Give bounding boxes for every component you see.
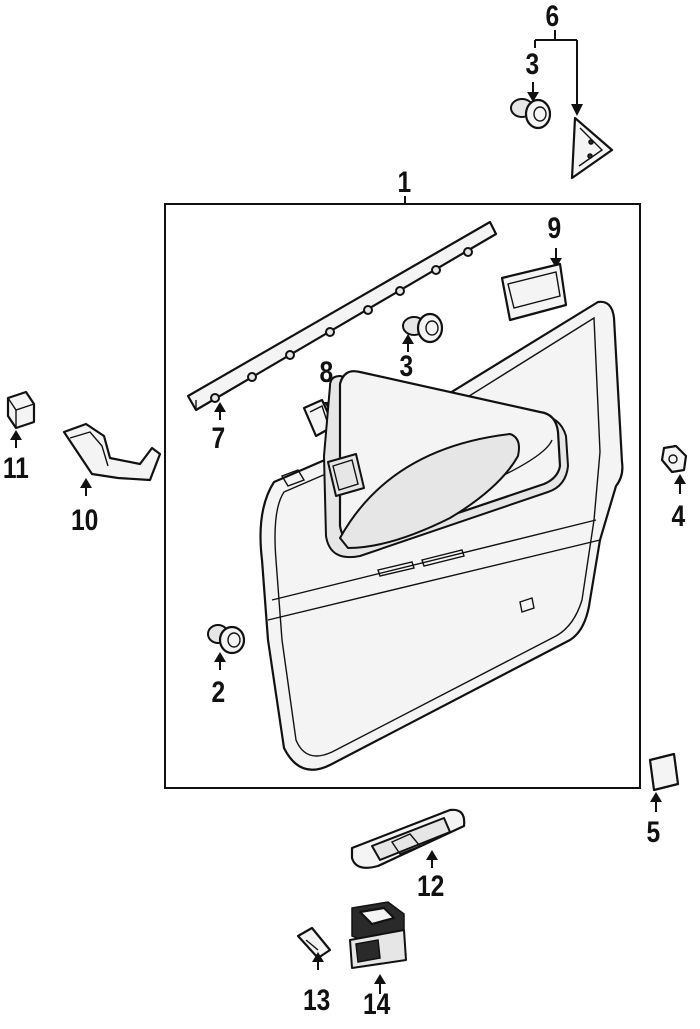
clip-part-13	[296, 926, 332, 970]
clip-part-2	[207, 624, 246, 670]
panel-assembly-box	[164, 196, 641, 789]
clip-part-11	[6, 390, 36, 448]
callout-11: 11	[2, 452, 29, 485]
callout-1: 1	[397, 166, 412, 199]
switch-bezel-part-12	[350, 808, 466, 869]
leader-6	[534, 30, 583, 116]
callout-3-middle: 3	[399, 350, 414, 383]
callout-8: 8	[319, 356, 334, 389]
clip-part-3-middle	[402, 312, 444, 352]
callout-14: 14	[363, 988, 391, 1021]
window-switch-part-14	[349, 901, 407, 994]
callout-2: 2	[211, 676, 226, 709]
pull-cup-part-9	[500, 248, 568, 322]
callout-4: 4	[671, 500, 686, 533]
callout-6: 6	[545, 0, 560, 33]
clip-part-3-top	[510, 82, 552, 130]
callout-7: 7	[211, 422, 226, 455]
molding-strip-part-7	[186, 220, 498, 420]
clip-part-4	[660, 444, 688, 494]
corner-trim-part-6	[570, 116, 614, 180]
callout-9: 9	[547, 212, 562, 245]
callout-12: 12	[417, 870, 445, 903]
callout-10: 10	[71, 504, 99, 537]
door-trim-panel-part-1	[259, 300, 624, 771]
pad-part-5	[648, 752, 680, 812]
bracket-part-10	[62, 422, 162, 496]
callout-5: 5	[646, 816, 661, 849]
callout-3-top: 3	[525, 48, 540, 81]
callout-13: 13	[303, 984, 331, 1017]
